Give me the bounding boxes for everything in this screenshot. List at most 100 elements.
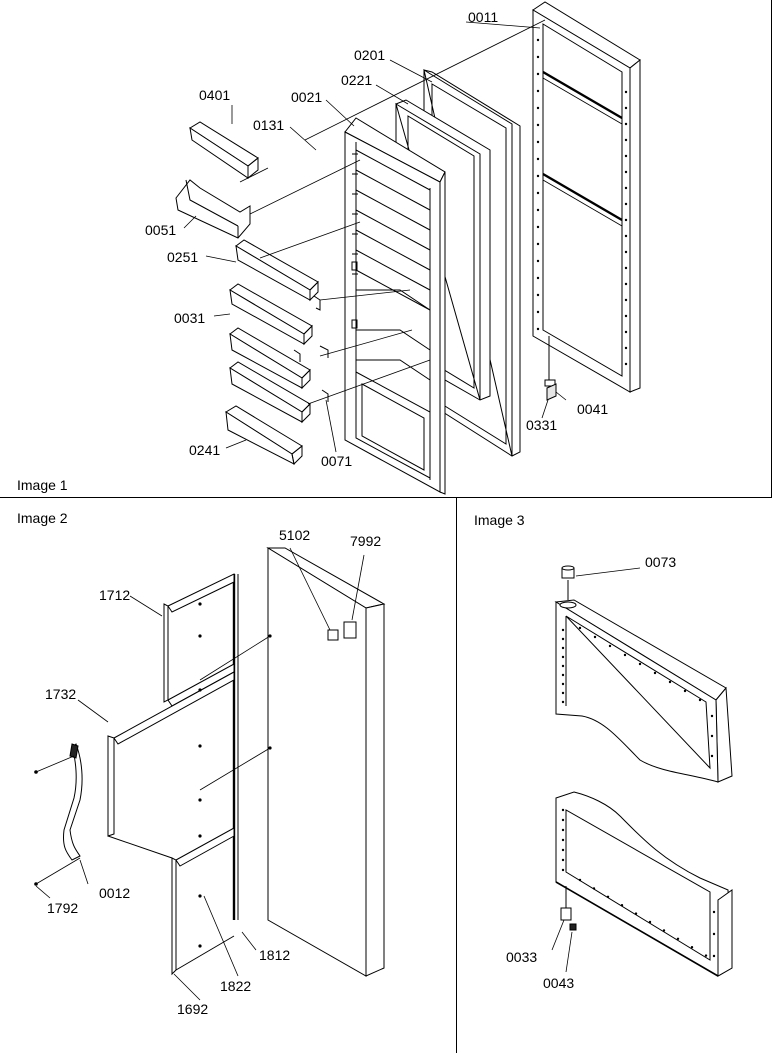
- rivet-dot: [561, 700, 565, 704]
- panel-divider-right-edge: [771, 0, 772, 498]
- rivet-dot: [561, 818, 565, 822]
- rivet-dot: [536, 72, 540, 76]
- door-bins-stack: [225, 239, 319, 466]
- rivet-dot: [608, 644, 612, 648]
- rivet-dot: [536, 259, 540, 263]
- rivet-dot: [624, 234, 628, 238]
- callout-0033: 0033: [506, 949, 538, 965]
- rivet-dot: [198, 944, 202, 948]
- callout-0073: 0073: [645, 554, 677, 570]
- rivet-dot: [624, 122, 628, 126]
- rivet-dot: [690, 946, 694, 949]
- rivet-dot: [624, 154, 628, 158]
- rivet-dot: [624, 282, 628, 286]
- rivet-dot: [561, 646, 565, 650]
- callout-0031: 0031: [174, 310, 206, 326]
- rivet-dot: [536, 123, 540, 127]
- door-handle: [63, 743, 83, 861]
- callout-1812: 1812: [259, 947, 291, 963]
- rivet-dot: [634, 912, 638, 915]
- door-outer-skin: [266, 547, 386, 977]
- rivet-dot: [561, 858, 565, 862]
- rib-line: [355, 229, 431, 271]
- panel-title-image1: Image 1: [17, 477, 68, 493]
- rivet-dot: [198, 688, 202, 692]
- callout-1692: 1692: [177, 1001, 209, 1017]
- rivet-dot: [648, 920, 652, 924]
- callout-0241: 0241: [189, 442, 221, 458]
- handle-rails: [107, 573, 272, 976]
- shelf-bin-upper: [175, 179, 251, 239]
- rivet-dot: [676, 937, 680, 940]
- rivet-dot: [561, 848, 565, 852]
- rivet-dot: [536, 140, 540, 144]
- panel-title-image2: Image 2: [17, 510, 68, 526]
- callout-0012: 0012: [99, 885, 131, 901]
- image2-leader-lines: [34, 595, 271, 1001]
- rivet-dot: [536, 276, 540, 280]
- callout-0401: 0401: [199, 87, 231, 103]
- callout-5102: 5102: [279, 527, 311, 543]
- rivet-dot: [536, 191, 540, 195]
- rivet-dot: [536, 225, 540, 229]
- rivet-dot: [561, 664, 565, 668]
- rivet-dot: [624, 266, 628, 270]
- panel-title-image3: Image 3: [474, 512, 525, 528]
- rivet-dot: [638, 662, 642, 666]
- rivet-dot: [624, 330, 628, 334]
- rivet-dot: [710, 734, 714, 738]
- rivet-dot: [624, 170, 628, 174]
- rivet-dot: [536, 327, 540, 331]
- rib-line: [355, 189, 431, 231]
- rivet-dot: [710, 754, 714, 758]
- rivet-dot: [198, 602, 202, 606]
- rivet-dot: [624, 138, 628, 142]
- door-bottom-detail: [551, 791, 733, 977]
- rivet-dot: [624, 90, 628, 94]
- rivet-dot: [712, 910, 716, 914]
- rivet-dot: [683, 689, 687, 693]
- rivet-dot: [662, 929, 666, 932]
- rivet-dot: [198, 894, 202, 898]
- callout-0251: 0251: [167, 249, 199, 265]
- rivet-dot: [668, 680, 672, 684]
- rivet-dot: [712, 932, 716, 936]
- callout-0201: 0201: [354, 47, 386, 63]
- callout-0041: 0041: [577, 401, 609, 417]
- callout-0011: 0011: [468, 9, 499, 25]
- rivet-dot: [698, 698, 702, 702]
- rivet-dot: [624, 298, 628, 302]
- rivet-dot: [624, 250, 628, 254]
- rivet-dot: [624, 106, 628, 110]
- rivet-dot: [578, 878, 582, 882]
- rivet-dot: [198, 834, 202, 838]
- rivet-dot: [593, 635, 597, 639]
- rivet-dot: [623, 653, 627, 657]
- rivet-dot: [561, 673, 565, 677]
- image1-leader-lines: [183, 19, 567, 453]
- callout-0131: 0131: [253, 117, 285, 133]
- callout-0071: 0071: [321, 453, 353, 469]
- callout-0043: 0043: [543, 975, 575, 991]
- rib-line: [355, 149, 431, 191]
- rivet-dot: [606, 895, 610, 898]
- rivet-dot: [624, 362, 628, 366]
- rivet-dot: [561, 655, 565, 659]
- rivet-dot: [198, 744, 202, 748]
- rivet-dot: [561, 637, 565, 641]
- callout-0331: 0331: [526, 417, 558, 433]
- callout-1712: 1712: [99, 587, 131, 603]
- rivet-dot: [536, 157, 540, 161]
- rib-line: [355, 209, 431, 251]
- rivet-dot: [710, 714, 714, 718]
- panel-divider-vertical: [456, 497, 457, 1053]
- door-top-detail: [554, 565, 733, 783]
- rivet-dot: [561, 838, 565, 842]
- rivet-dot: [578, 626, 582, 630]
- rivet-dot: [536, 38, 540, 42]
- rivet-dot: [536, 174, 540, 178]
